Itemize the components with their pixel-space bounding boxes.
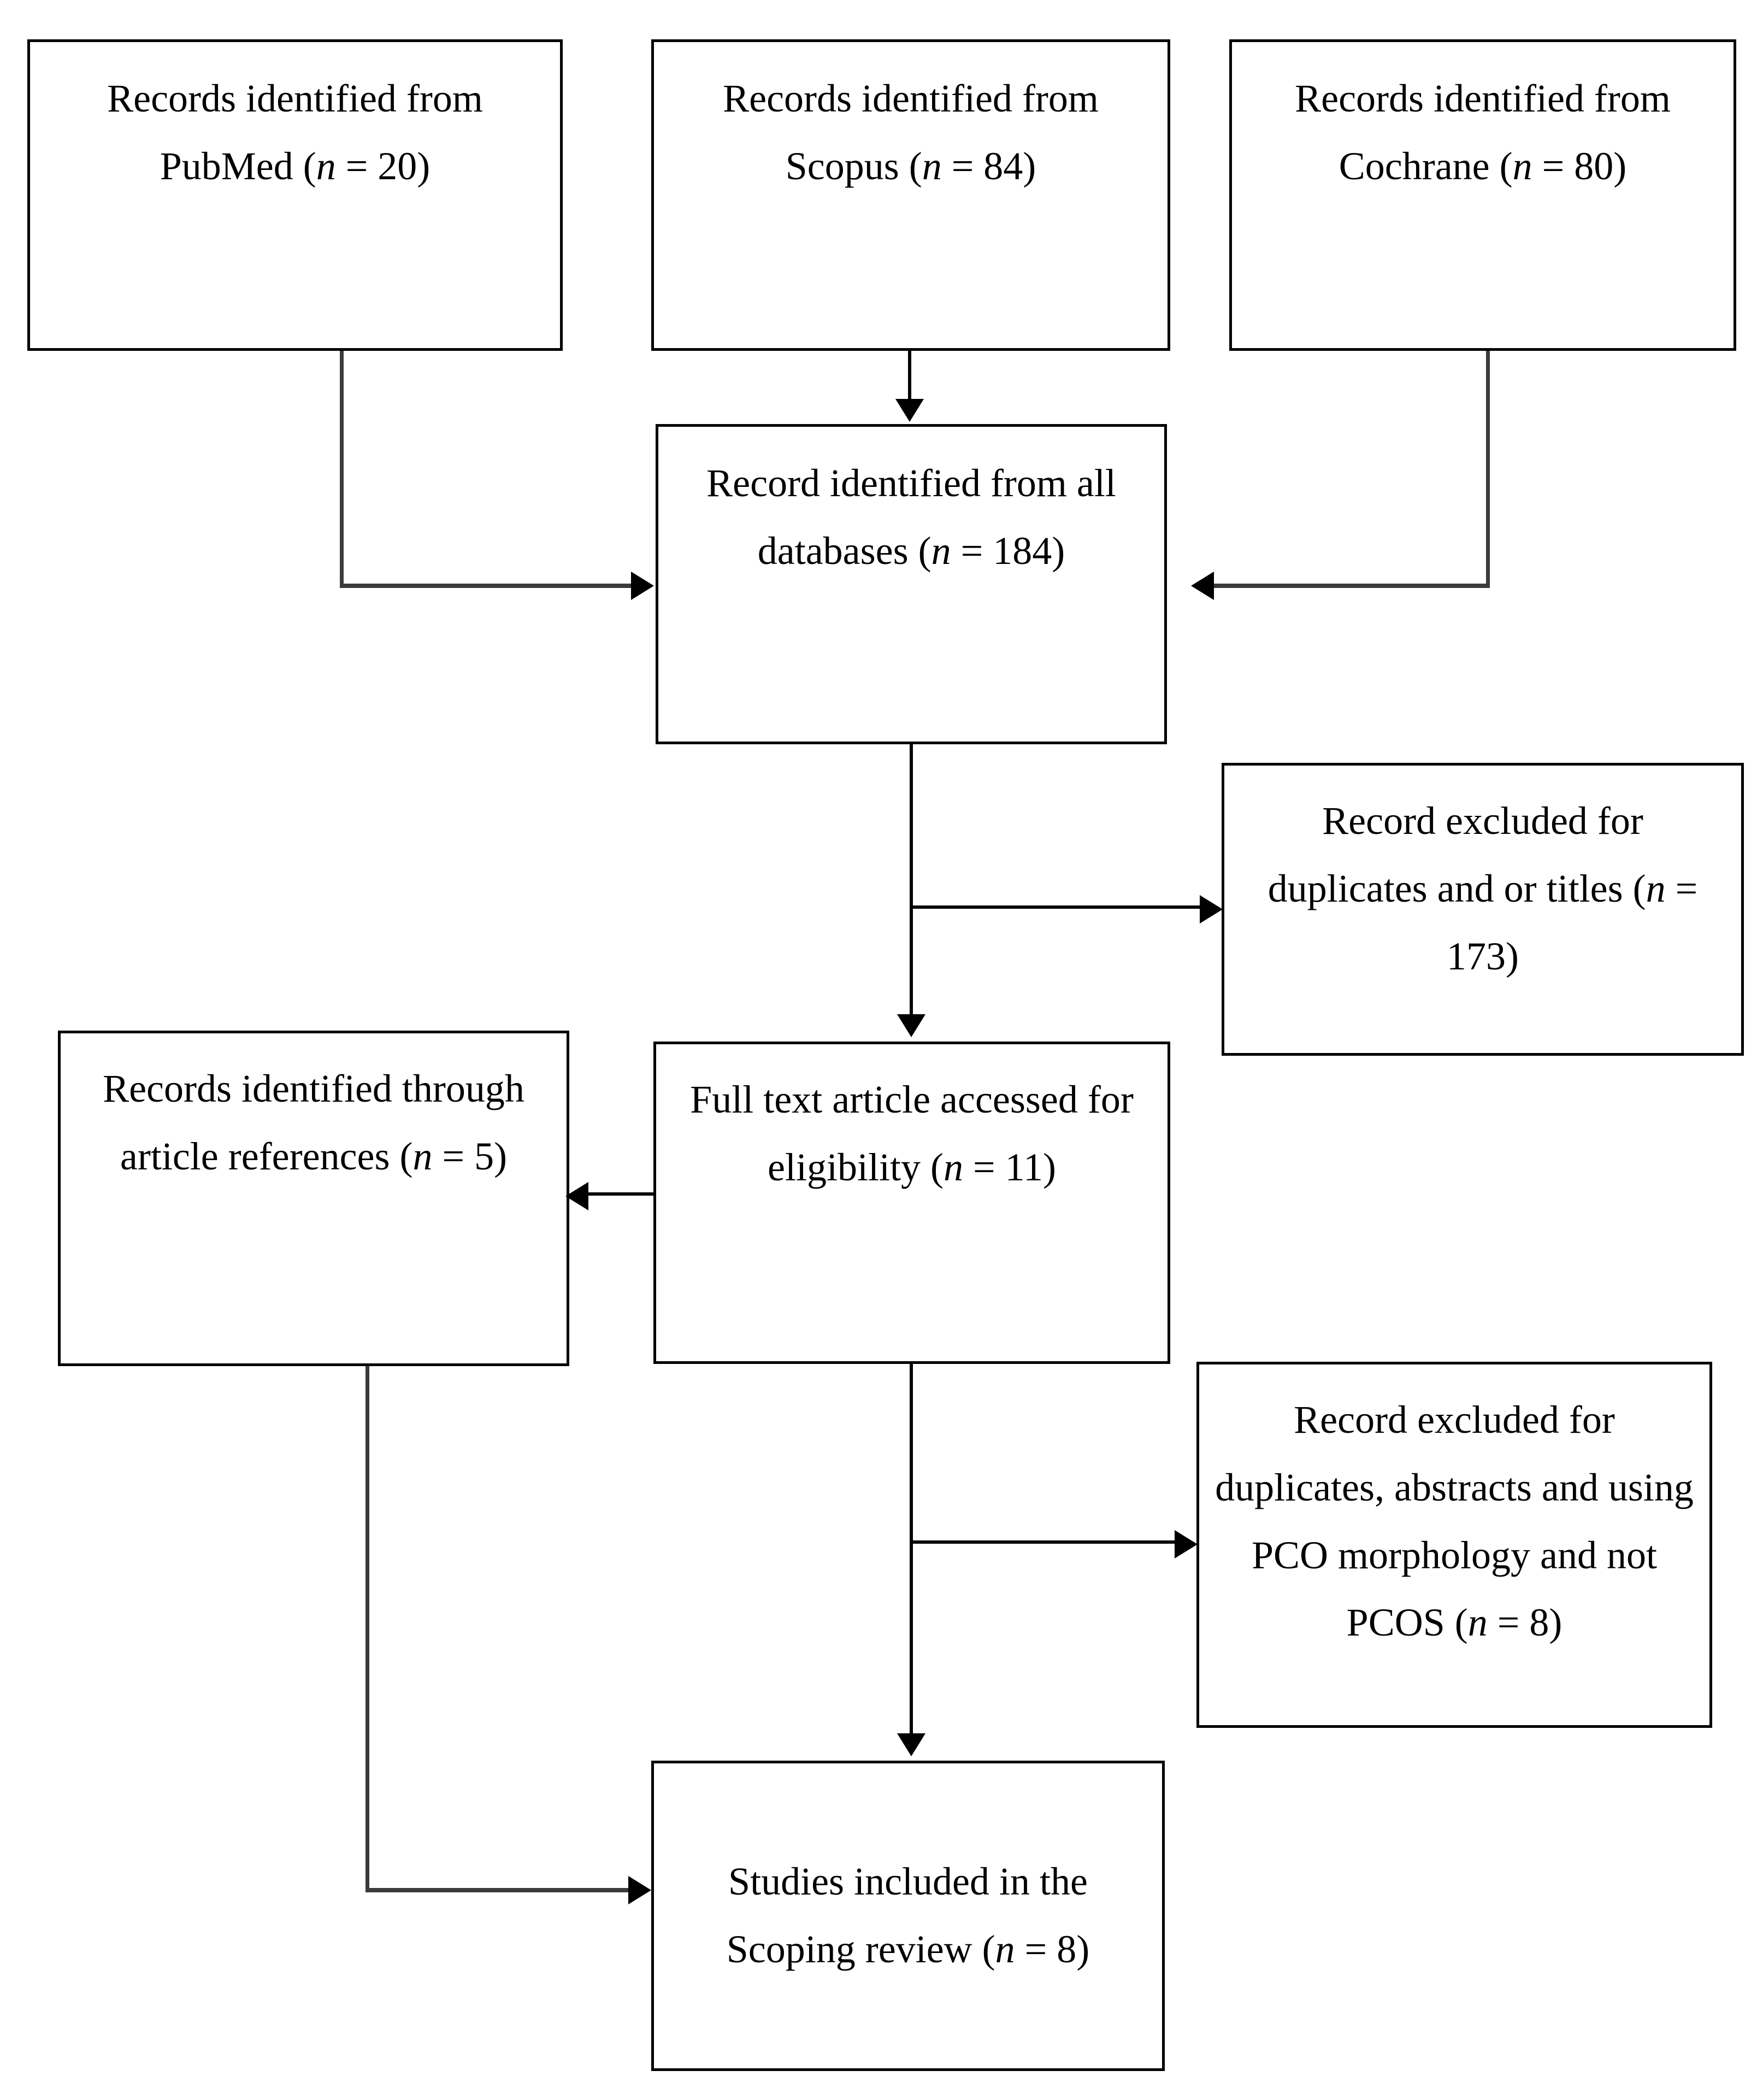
node-excluded-pco-morphology-label: Record excluded for duplicates, abstract… bbox=[1215, 1398, 1694, 1645]
edge-pubmed-to-alldb-horizontal bbox=[340, 584, 632, 588]
edge-fulltext-to-excluded-pco-horizontal bbox=[910, 1540, 1177, 1544]
edge-fulltext-to-included-arrowhead bbox=[897, 1733, 925, 1756]
node-records-all-databases: Record identified from all databases (n … bbox=[656, 424, 1167, 744]
edge-cochrane-to-alldb-arrowhead bbox=[1191, 572, 1214, 600]
node-fulltext-eligibility-label: Full text article accessed for eligibili… bbox=[690, 1078, 1134, 1189]
node-excluded-pco-morphology: Record excluded for duplicates, abstract… bbox=[1196, 1362, 1712, 1728]
edge-scopus-to-alldb-vertical bbox=[908, 351, 911, 401]
edge-alldb-to-excluded-titles-arrowhead bbox=[1200, 895, 1223, 923]
edge-pubmed-to-alldb-vertical bbox=[340, 351, 344, 587]
edge-fulltext-to-references-arrowhead bbox=[565, 1182, 588, 1210]
node-fulltext-eligibility: Full text article accessed for eligibili… bbox=[653, 1042, 1170, 1364]
edge-alldb-to-excluded-titles-horizontal bbox=[910, 905, 1202, 909]
node-studies-included-label: Studies included in the Scoping review (… bbox=[726, 1860, 1090, 1971]
node-studies-included: Studies included in the Scoping review (… bbox=[651, 1761, 1165, 2071]
node-excluded-duplicates-titles: Record excluded for duplicates and or ti… bbox=[1222, 763, 1744, 1056]
node-records-pubmed-label: Records identified from PubMed (n = 20) bbox=[107, 77, 483, 188]
edge-references-to-included-vertical bbox=[365, 1366, 369, 1892]
edge-cochrane-to-alldb-horizontal bbox=[1210, 584, 1490, 588]
edge-fulltext-to-included-vertical bbox=[910, 1364, 913, 1736]
node-records-all-databases-label: Record identified from all databases (n … bbox=[706, 461, 1116, 573]
edge-alldb-to-fulltext-vertical bbox=[910, 744, 913, 1016]
edge-fulltext-to-excluded-pco-arrowhead bbox=[1175, 1530, 1198, 1558]
edge-fulltext-to-references-horizontal bbox=[585, 1192, 655, 1196]
edge-references-to-included-arrowhead bbox=[628, 1876, 651, 1904]
node-records-article-references-label: Records identified through article refer… bbox=[103, 1067, 524, 1178]
edge-scopus-to-alldb-arrowhead bbox=[895, 399, 924, 422]
node-records-cochrane: Records identified from Cochrane (n = 80… bbox=[1229, 39, 1736, 351]
edge-references-to-included-horizontal bbox=[365, 1888, 629, 1892]
node-records-pubmed: Records identified from PubMed (n = 20) bbox=[27, 39, 563, 351]
edge-cochrane-to-alldb-vertical bbox=[1486, 351, 1490, 587]
node-records-cochrane-label: Records identified from Cochrane (n = 80… bbox=[1295, 77, 1671, 188]
edge-pubmed-to-alldb-arrowhead bbox=[631, 572, 654, 600]
node-records-scopus-label: Records identified from Scopus (n = 84) bbox=[723, 77, 1099, 188]
node-records-scopus: Records identified from Scopus (n = 84) bbox=[651, 39, 1170, 351]
node-records-article-references: Records identified through article refer… bbox=[58, 1031, 569, 1366]
node-excluded-duplicates-titles-label: Record excluded for duplicates and or ti… bbox=[1267, 799, 1698, 978]
edge-alldb-to-fulltext-arrowhead bbox=[897, 1014, 925, 1037]
